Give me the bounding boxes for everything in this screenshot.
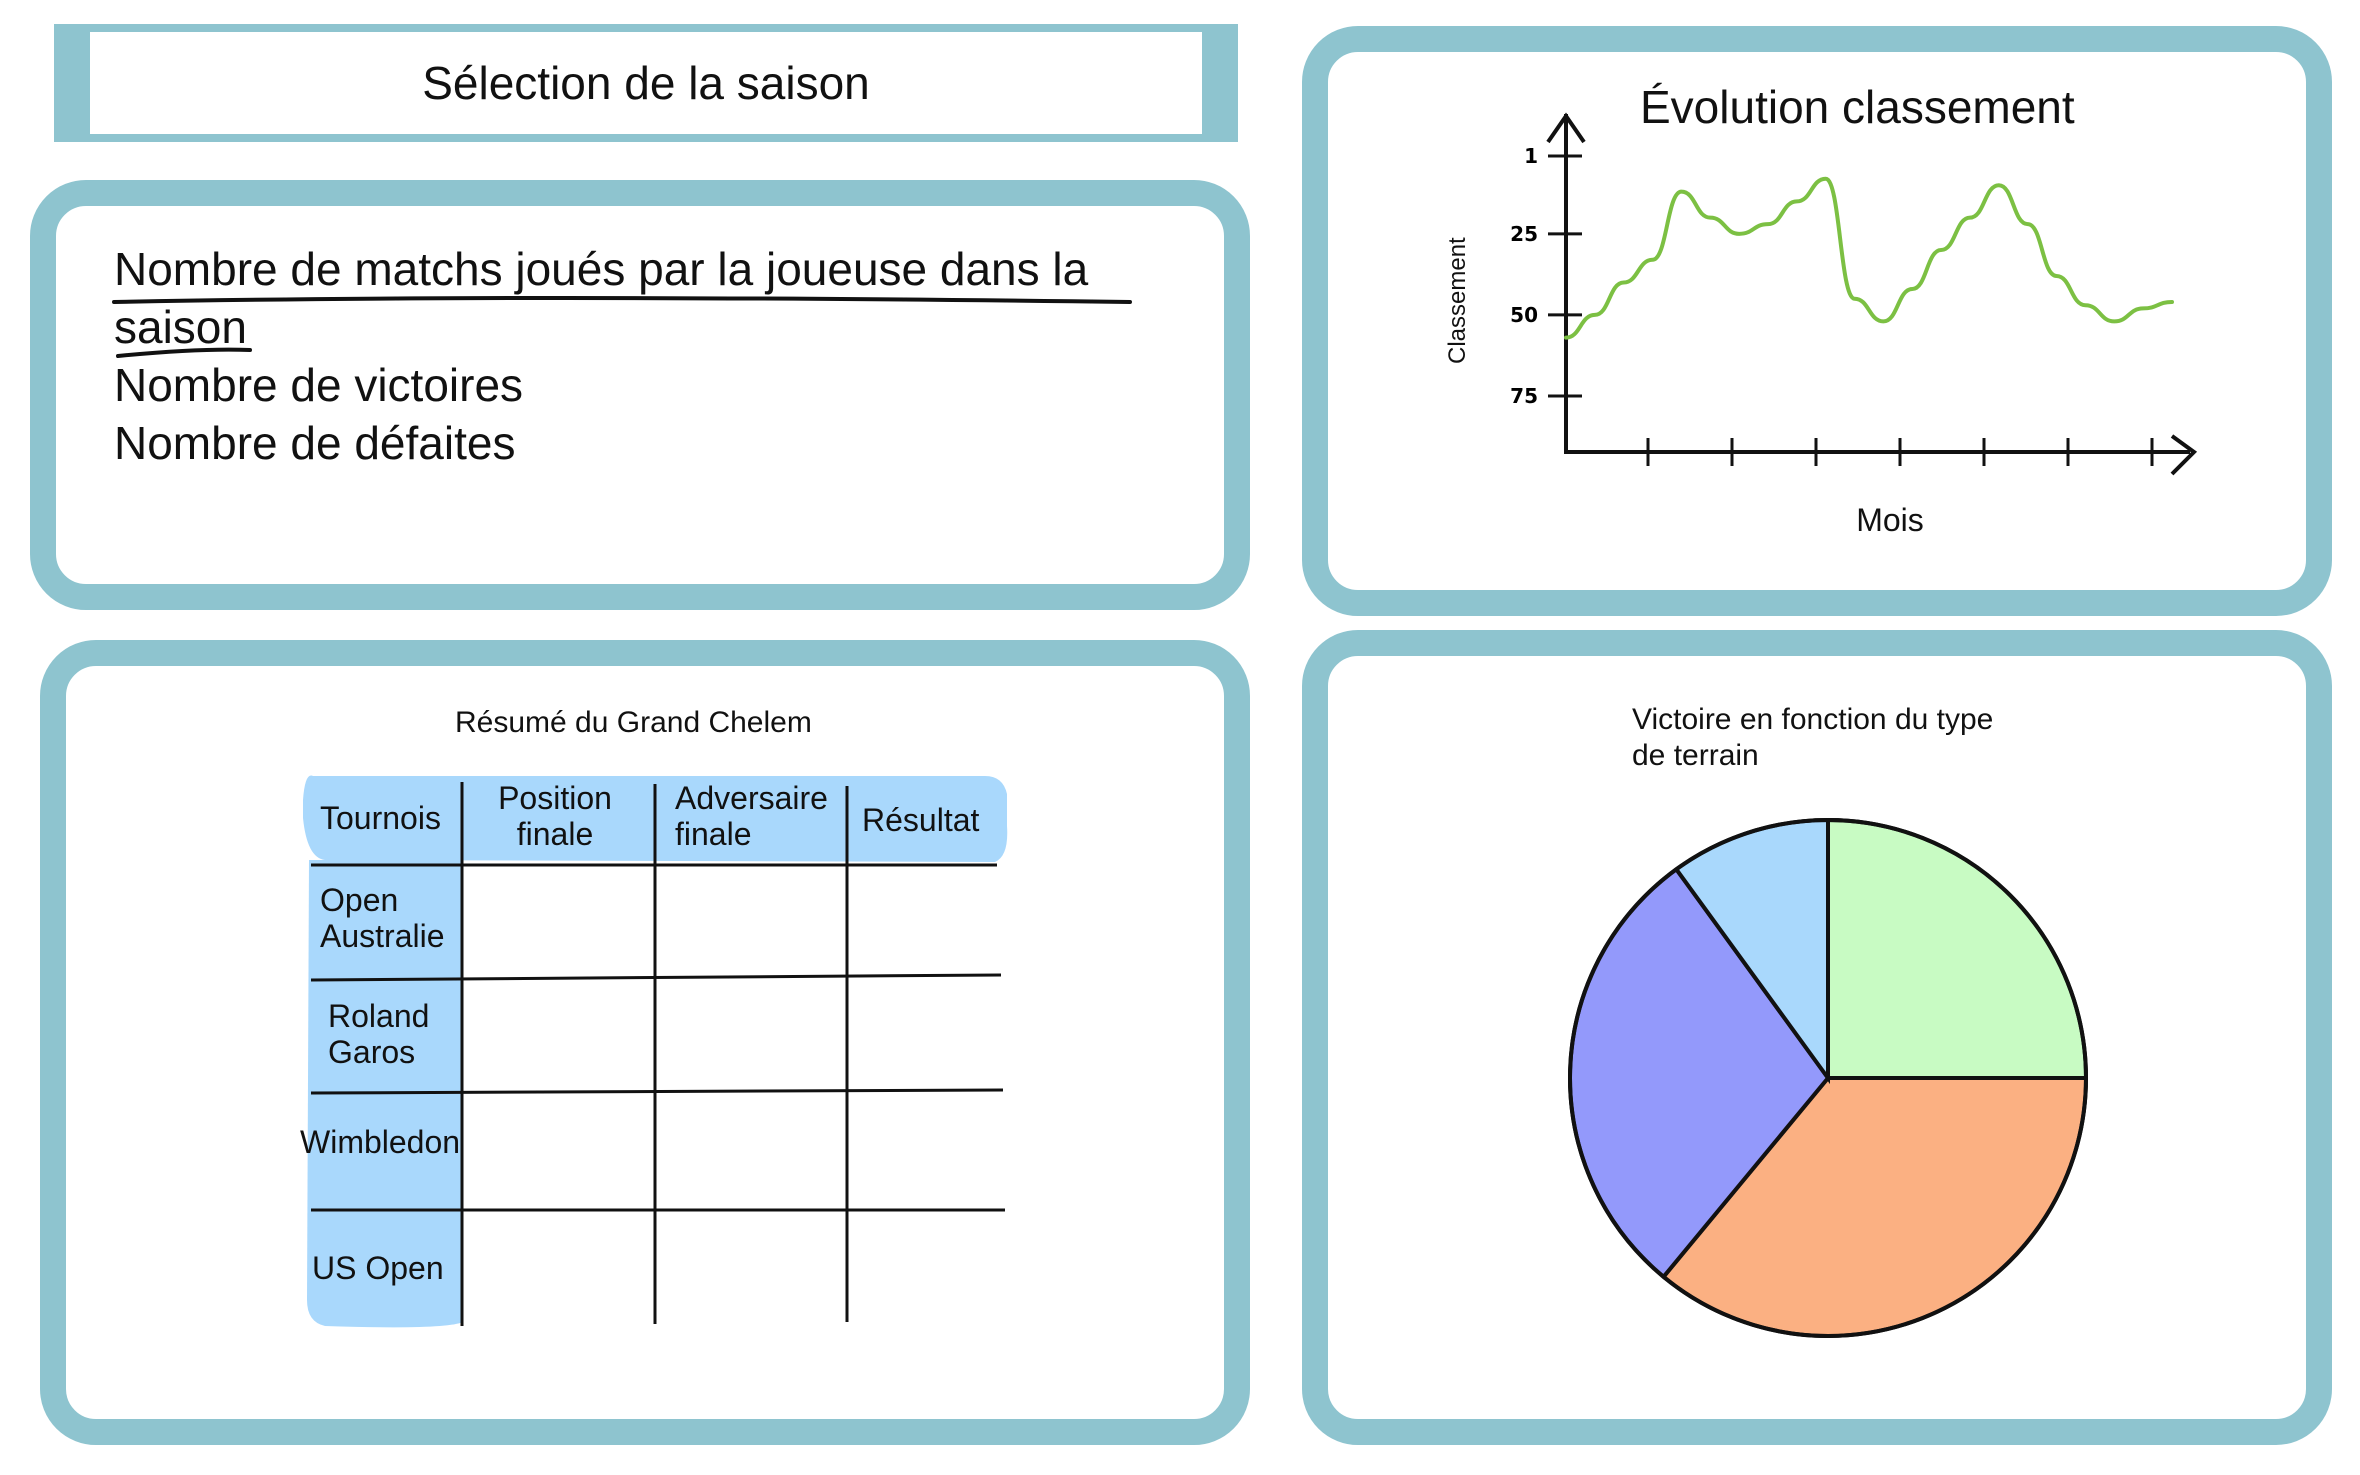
col-header-position: Position finale: [498, 780, 612, 852]
col-header-tournois: Tournois: [320, 800, 441, 836]
ranking-chart-title: Évolution classement: [1640, 81, 2075, 133]
surface-pie-chart: [1568, 817, 2089, 1338]
y-tick-label: 75: [1510, 384, 1538, 408]
y-ticks: 1 25 50 75: [1510, 144, 1582, 408]
ranking-chart-panel: [1302, 26, 2332, 616]
stats-panel: [30, 180, 1250, 610]
pie-slice-1: [1826, 817, 2089, 1080]
losses-label: Nombre de défaites: [114, 417, 516, 469]
ranking-series-line: [1564, 176, 2174, 340]
ranking-y-axis-label: Classement: [1444, 237, 1471, 364]
y-axis: [1546, 112, 1586, 454]
matches-underline: [112, 296, 1132, 358]
wins-label: Nombre de victoires: [114, 359, 524, 411]
surface-chart-title: Victoire en fonction du type de terrain: [1632, 703, 1994, 772]
grand-slam-table: [303, 775, 1008, 1328]
grand-slam-panel: [40, 640, 1250, 1445]
season-selector[interactable]: Sélection de la saison: [54, 24, 1238, 142]
ranking-line-chart: 1 25 50 75: [1510, 112, 2198, 476]
y-tick-label: 25: [1510, 222, 1538, 246]
y-tick-label: 1: [1524, 144, 1538, 168]
stats-text: Nombre de matchs joués par la joueuse da…: [114, 240, 1164, 472]
x-axis: [1566, 434, 2198, 476]
row-label-open-australie: Open Australie: [320, 882, 445, 954]
col-header-adversaire: Adversaire finale: [675, 780, 828, 852]
row-label-us-open: US Open: [312, 1250, 444, 1286]
matches-played-label: Nombre de matchs joués par la joueuse da…: [114, 243, 1089, 353]
x-ticks: [1646, 438, 2154, 466]
row-label-wimbledon: Wimbledon: [300, 1124, 461, 1160]
y-tick-label: 50: [1510, 303, 1538, 327]
ranking-x-axis-label: Mois: [1856, 502, 1924, 538]
grand-slam-title: Résumé du Grand Chelem: [455, 706, 812, 739]
season-selector-label: Sélection de la saison: [90, 32, 1202, 134]
col-header-resultat: Résultat: [862, 802, 980, 838]
row-label-roland-garos: Roland Garos: [328, 998, 430, 1070]
